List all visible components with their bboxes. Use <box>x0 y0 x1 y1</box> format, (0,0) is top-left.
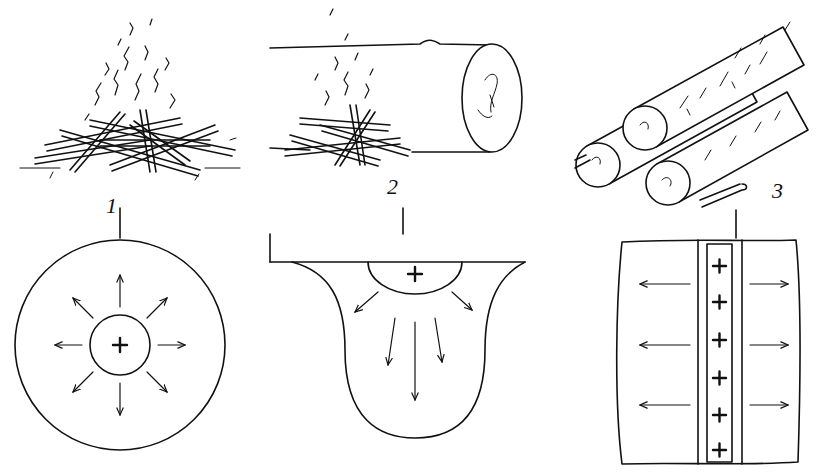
leader-line <box>735 210 737 238</box>
heat-zone-circle <box>15 240 225 450</box>
small-fire <box>285 9 410 166</box>
stick-pile <box>20 110 240 180</box>
leader-line <box>119 208 121 238</box>
figure-number: 3 <box>770 180 785 202</box>
heat-zone-band <box>617 240 800 464</box>
heat-zone-teardrop <box>270 234 525 438</box>
figure-number: 1 <box>104 195 119 217</box>
leader-line <box>402 208 404 234</box>
flames <box>85 19 175 120</box>
log-stack <box>575 22 808 207</box>
figure-number: 2 <box>385 176 400 198</box>
big-log <box>270 40 522 152</box>
